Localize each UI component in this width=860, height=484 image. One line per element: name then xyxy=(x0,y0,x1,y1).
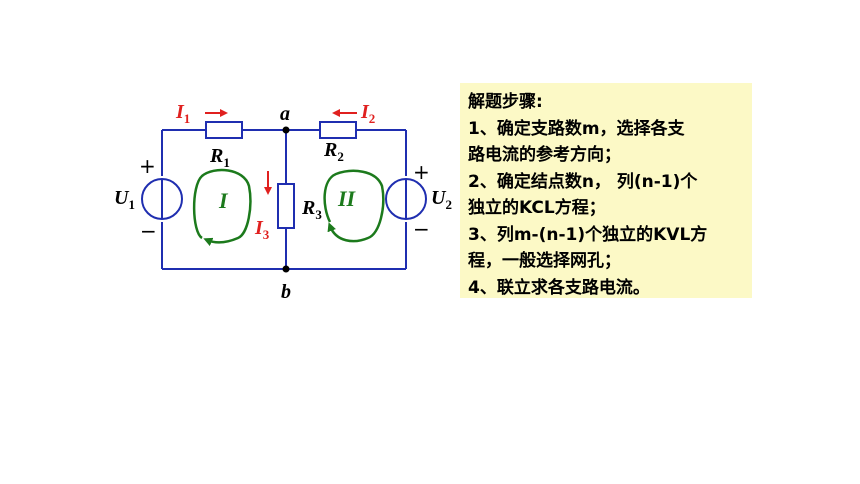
circuit-diagram: a b R1 R2 R3 U1 U2 + − + − I1 I2 I3 I II xyxy=(114,101,452,303)
step-line: 1、确定支路数m，选择各支 xyxy=(468,118,685,139)
u2-plus-sign: + xyxy=(413,160,430,184)
mesh-1-label: I xyxy=(218,188,229,213)
i3-label: I3 xyxy=(254,217,270,242)
resistor-r3 xyxy=(277,183,295,229)
step-line: 3、列m-(n-1)个独立的KVL方 xyxy=(468,224,708,245)
step-line: 4、联立求各支路电流。 xyxy=(468,277,650,298)
resistor-r2 xyxy=(319,121,357,139)
u1-plus-sign: + xyxy=(139,154,156,178)
step-line: 独立的KCL方程； xyxy=(468,198,606,218)
u1-minus-sign: − xyxy=(140,219,157,243)
voltage-source-u2 xyxy=(385,178,427,220)
step-line: 程，一般选择网孔； xyxy=(468,251,621,271)
r1-label: R1 xyxy=(209,145,230,170)
r2-label: R2 xyxy=(323,139,344,164)
voltage-source-u1 xyxy=(141,178,183,220)
u1-label: U1 xyxy=(114,187,135,212)
mesh-loop-1-arrow xyxy=(192,168,252,247)
mesh-loop-2-arrow xyxy=(323,169,385,243)
i1-label: I1 xyxy=(175,101,190,126)
node-a-dot xyxy=(282,126,290,134)
step-line: 路电流的参考方向； xyxy=(468,145,621,165)
i2-label: I2 xyxy=(360,101,375,126)
u2-minus-sign: − xyxy=(413,217,430,241)
step-line: 2、确定结点数n， 列(n-1)个 xyxy=(468,171,698,192)
resistor-r1 xyxy=(205,121,243,139)
node-a-label: a xyxy=(280,103,290,125)
node-b-dot xyxy=(282,265,290,273)
solution-steps-box: 解题步骤: 1、确定支路数m，选择各支 路电流的参考方向； 2、确定结点数n， … xyxy=(460,83,752,298)
steps-title: 解题步骤: xyxy=(468,92,543,112)
mesh-2-label: II xyxy=(337,186,357,211)
r3-label: R3 xyxy=(301,197,322,222)
u2-label: U2 xyxy=(431,187,452,212)
node-b-label: b xyxy=(281,281,291,303)
